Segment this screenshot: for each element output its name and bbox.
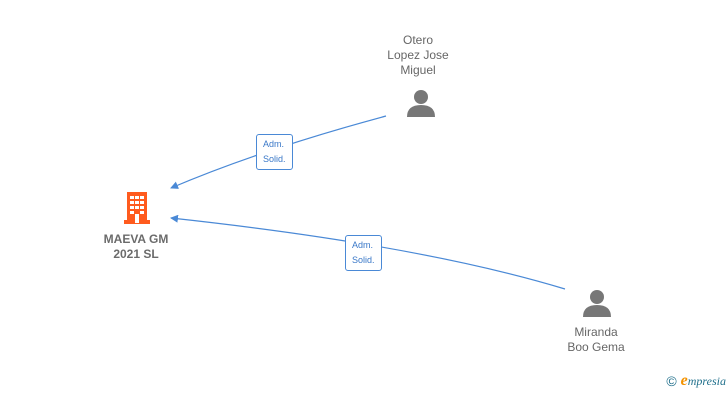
person-bottom-label[interactable]: Miranda Boo Gema	[550, 325, 642, 355]
copyright-icon: ©	[666, 373, 677, 389]
brand-watermark: © empresia	[666, 372, 726, 390]
company-name-line1: MAEVA GM	[103, 232, 169, 246]
person-top-label[interactable]: Otero Lopez Jose Miguel	[370, 33, 466, 78]
edge-label-bottom-line2: Solid.	[352, 255, 375, 265]
edge-label-top: Adm. Solid.	[256, 134, 293, 170]
building-icon[interactable]	[122, 190, 152, 224]
edge-label-top-line1: Adm.	[263, 139, 285, 149]
person-icon[interactable]	[406, 89, 436, 117]
edge-miranda-to-company	[170, 214, 566, 290]
company-name-line2: 2021 SL	[113, 247, 159, 261]
person-top-line2: Lopez Jose	[387, 48, 449, 62]
person-bottom-line1: Miranda	[574, 325, 618, 339]
company-label[interactable]: MAEVA GM 2021 SL	[90, 232, 182, 262]
person-top-line3: Miguel	[400, 63, 436, 77]
edge-label-bottom: Adm. Solid.	[345, 235, 382, 271]
person-icon[interactable]	[582, 289, 612, 317]
edge-label-top-line2: Solid.	[263, 154, 286, 164]
person-top-line1: Otero	[402, 33, 433, 47]
brand-initial: e	[680, 372, 688, 389]
brand-name: mpresia	[687, 374, 726, 388]
person-bottom-line2: Boo Gema	[567, 340, 625, 354]
edge-label-bottom-line1: Adm.	[352, 240, 374, 250]
